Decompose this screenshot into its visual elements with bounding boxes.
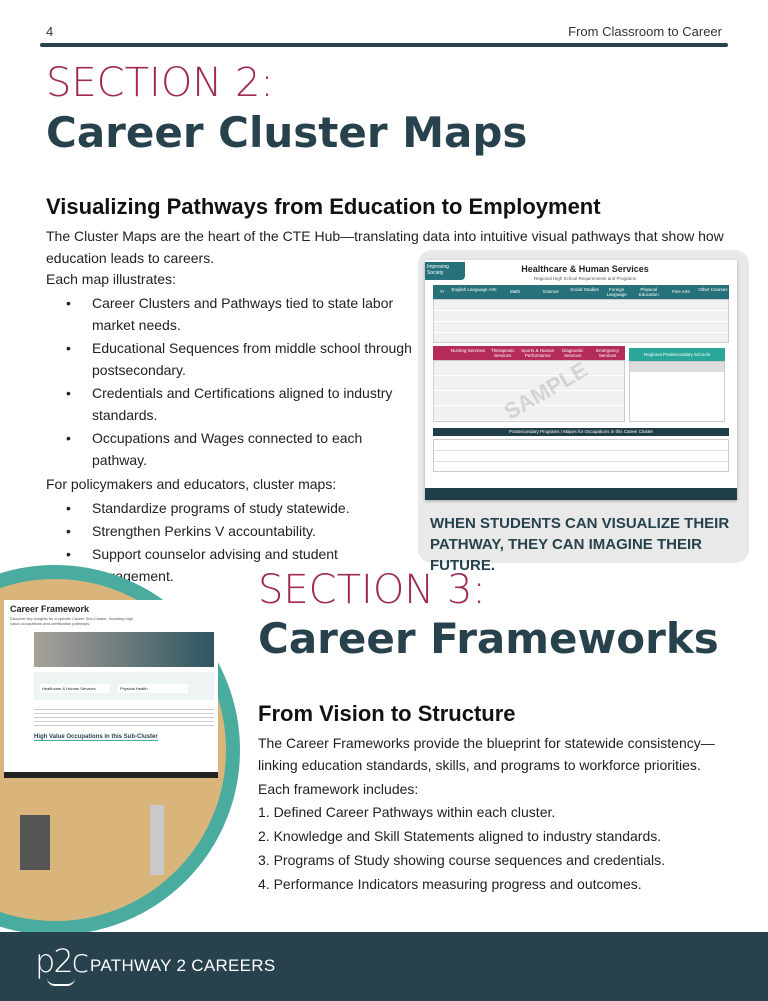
map-col: English Language Arts (451, 287, 497, 292)
section3-list: 1. Defined Career Pathways within each c… (258, 800, 748, 896)
map-course-grid (433, 299, 729, 343)
map-programs-grid (433, 439, 729, 472)
logo-smile-icon (47, 978, 75, 986)
list-item: Career Clusters and Pathways tied to sta… (46, 292, 412, 336)
section3-list-intro: Each framework includes: (258, 781, 419, 797)
screen-desc: Discover key insights for a specific Car… (10, 616, 134, 626)
map-col: Physical Education (638, 287, 659, 297)
section2-title: Career Cluster Maps (46, 108, 528, 157)
policy-intro: For policymakers and educators, cluster … (46, 476, 337, 492)
section3-body: From Vision to Structure The Career Fram… (258, 700, 748, 896)
section2-list: Career Clusters and Pathways tied to sta… (46, 292, 412, 471)
map-pathway: Emergency Services (596, 348, 619, 358)
p2c-logo-mark: p2c (35, 942, 89, 980)
section3-label: SECTION 3: (258, 567, 486, 613)
map-pathway-grid (433, 360, 625, 422)
section2-intro: The Cluster Maps are the heart of the CT… (46, 228, 724, 266)
map-col: Fine Arts (671, 289, 690, 294)
monitor-screen: Career Framework Discover key insights f… (4, 600, 218, 778)
map-pathway: Diagnostic Services (562, 348, 584, 358)
screen-form: Healthcare & Human Services Physical Hea… (34, 672, 214, 700)
map-column-headers: Yr English Language Arts Math Science So… (433, 285, 729, 299)
list-item: 1. Defined Career Pathways within each c… (258, 804, 556, 820)
map-tag: Improving Society (425, 262, 465, 280)
sub-cluster-select[interactable]: Physical Health (118, 684, 188, 693)
section3-subtitle: From Vision to Structure (258, 701, 516, 726)
list-item: Educational Sequences from middle school… (46, 337, 412, 381)
map-pathway-headers: Nursing Services Therapeutic Services Sp… (433, 346, 625, 360)
map-col: Math (510, 289, 521, 294)
section2-label: SECTION 2: (46, 60, 274, 106)
map-footer-bar (425, 488, 737, 500)
map-pathway: Sports & Human Performance (521, 348, 555, 358)
section2-intro-block: Visualizing Pathways from Education to E… (46, 193, 726, 269)
map-col: Science (542, 289, 559, 294)
section3-intro: The Career Frameworks provide the bluepr… (258, 735, 715, 773)
screen-title: Career Framework (10, 604, 90, 614)
map-subtitle: Regional High School Requirements and Pr… (533, 276, 637, 281)
section3-title: Career Frameworks (258, 614, 719, 663)
map-caption: WHEN STUDENTS CAN VISUALIZE THEIR PATHWA… (430, 515, 730, 574)
list-item: 2. Knowledge and Skill Statements aligne… (258, 828, 662, 844)
list-item: Credentials and Certifications aligned t… (46, 382, 412, 426)
brand-name: PATHWAY 2 CAREERS (90, 956, 276, 975)
list-item: 4. Performance Indicators measuring prog… (258, 876, 642, 892)
page-number: 4 (46, 24, 54, 39)
map-col: Foreign Language (606, 287, 627, 297)
screen-hero-image (34, 632, 214, 667)
desk-object (20, 815, 50, 870)
map-col: Other Courses (698, 287, 728, 292)
map-pathway: Therapeutic Services (490, 348, 515, 358)
career-cluster-select[interactable]: Healthcare & Human Services (40, 684, 110, 693)
header-rule (40, 43, 728, 47)
cluster-map-image: Improving Society Healthcare & Human Ser… (425, 260, 737, 500)
map-col: Social Studies (570, 287, 599, 292)
running-title: From Classroom to Career (568, 24, 722, 39)
list-item: Strengthen Perkins V accountability. (46, 520, 412, 542)
map-schools-grid (629, 361, 725, 422)
screen-body-text (34, 706, 214, 728)
map-pathway: Nursing Services (450, 348, 485, 353)
map-schools-header: Regional Postsecondary Schools (629, 348, 725, 361)
list-item: 3. Programs of Study showing course sequ… (258, 852, 666, 868)
section2-list-intro: Each map illustrates: (46, 271, 176, 287)
map-col: Yr (439, 289, 445, 294)
footer: p2c PATHWAY 2 CAREERS (0, 932, 768, 1001)
monitor-stand (150, 805, 164, 875)
list-item: Standardize programs of study statewide. (46, 497, 412, 519)
map-bottom-header: Postsecondary Programs / Majors for Occu… (433, 428, 729, 436)
map-title: Healthcare & Human Services (521, 264, 649, 274)
section2-lists: Each map illustrates: Career Clusters an… (46, 268, 412, 588)
list-item: Occupations and Wages connected to each … (46, 427, 412, 471)
screen-heading: High Value Occupations in this Sub-Clust… (34, 734, 158, 741)
section2-subtitle: Visualizing Pathways from Education to E… (46, 194, 601, 219)
